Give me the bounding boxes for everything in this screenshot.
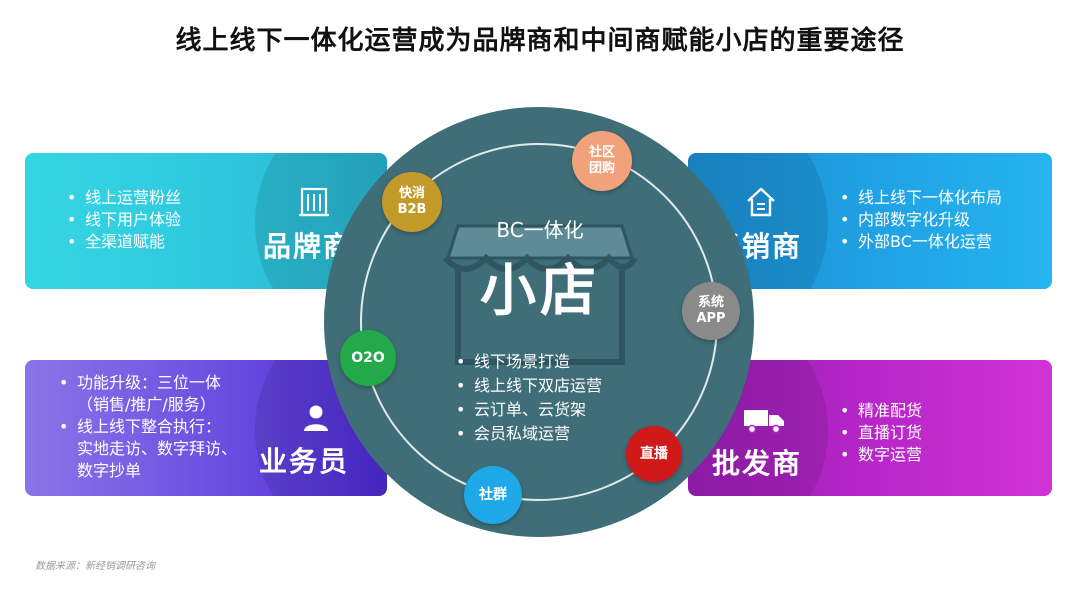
- list-item: 精准配货: [832, 400, 922, 422]
- brand-bullets: 线上运营粉丝 线下用户体验 全渠道赋能: [59, 187, 181, 253]
- list-item: 线下用户体验: [59, 209, 181, 231]
- person-icon: [304, 405, 328, 431]
- list-item: 云订单、云货架: [450, 398, 602, 422]
- center-subtitle: BC一体化: [496, 218, 584, 242]
- list-item: 内部数字化升级: [832, 209, 1002, 231]
- brand-card: 线上运营粉丝 线下用户体验 全渠道赋能 品牌商: [25, 153, 387, 289]
- list-item: （销售/推广/服务）: [77, 395, 216, 414]
- card-shade: [688, 153, 828, 289]
- house-icon: [747, 187, 775, 217]
- list-item: 实地走访、数字拜访、: [77, 439, 238, 458]
- badge-label: APP: [696, 311, 726, 326]
- badge-label: B2B: [397, 202, 427, 217]
- badge-label: O2O: [351, 350, 385, 366]
- building-icon: [299, 187, 329, 217]
- sales-role-label: 业务员: [259, 445, 350, 478]
- list-item: 功能升级：三位一体: [51, 372, 237, 394]
- list-item: 线上线下双店运营: [450, 374, 602, 398]
- center-main-label: 小店: [480, 259, 600, 324]
- page-title: 线上线下一体化运营成为品牌商和中间商赋能小店的重要途径: [175, 26, 905, 56]
- badge-label: 社区: [588, 145, 615, 160]
- list-item: 线上运营粉丝: [59, 187, 181, 209]
- list-item: 线上线下整合执行：: [51, 416, 237, 438]
- truck-icon: [744, 410, 784, 434]
- list-item: 数字抄单: [77, 461, 142, 480]
- dealer-role-label: 经销商: [712, 230, 803, 263]
- dealer-bullets: 线上线下一体化布局 内部数字化升级 外部BC一体化运营: [832, 187, 1002, 253]
- badge-o2o: O2O: [340, 330, 396, 386]
- wholesale-bullets: 精准配货 直播订货 数字运营: [832, 400, 922, 466]
- badge-livestream: 直播: [626, 426, 682, 482]
- badge-label: 直播: [640, 446, 668, 462]
- list-item: 直播订货: [832, 422, 922, 444]
- list-item: 全渠道赋能: [59, 231, 181, 253]
- wholesale-role-label: 批发商: [712, 447, 803, 480]
- list-item: 线下场景打造: [450, 350, 602, 374]
- badge-social-group: 社群: [464, 466, 522, 524]
- badge-community-group: 社区团购: [572, 131, 632, 191]
- badge-label: 社群: [479, 487, 507, 503]
- list-item: 会员私域运营: [450, 422, 602, 446]
- list-item: 线上线下一体化布局: [832, 187, 1002, 209]
- badge-label: 快消: [398, 186, 425, 201]
- list-item: 外部BC一体化运营: [832, 231, 1002, 253]
- source-note: 数据来源：新经销调研咨询: [35, 561, 155, 572]
- badge-label: 团购: [588, 161, 615, 176]
- dealer-card: 经销商 线上线下一体化布局 内部数字化升级 外部BC一体化运营: [688, 153, 1052, 289]
- wholesale-card: 批发商 精准配货 直播订货 数字运营: [688, 360, 1052, 496]
- sales-card: 功能升级：三位一体 （销售/推广/服务） 线上线下整合执行： 实地走访、数字拜访…: [25, 360, 387, 496]
- brand-role-label: 品牌商: [263, 230, 354, 263]
- card-shade: [255, 153, 387, 289]
- list-item: 数字运营: [832, 444, 922, 466]
- sales-bullets: 功能升级：三位一体 （销售/推广/服务） 线上线下整合执行： 实地走访、数字拜访…: [51, 372, 237, 482]
- badge-label: 系统: [697, 295, 724, 310]
- center-bullets: 线下场景打造 线上线下双店运营 云订单、云货架 会员私域运营: [450, 350, 602, 446]
